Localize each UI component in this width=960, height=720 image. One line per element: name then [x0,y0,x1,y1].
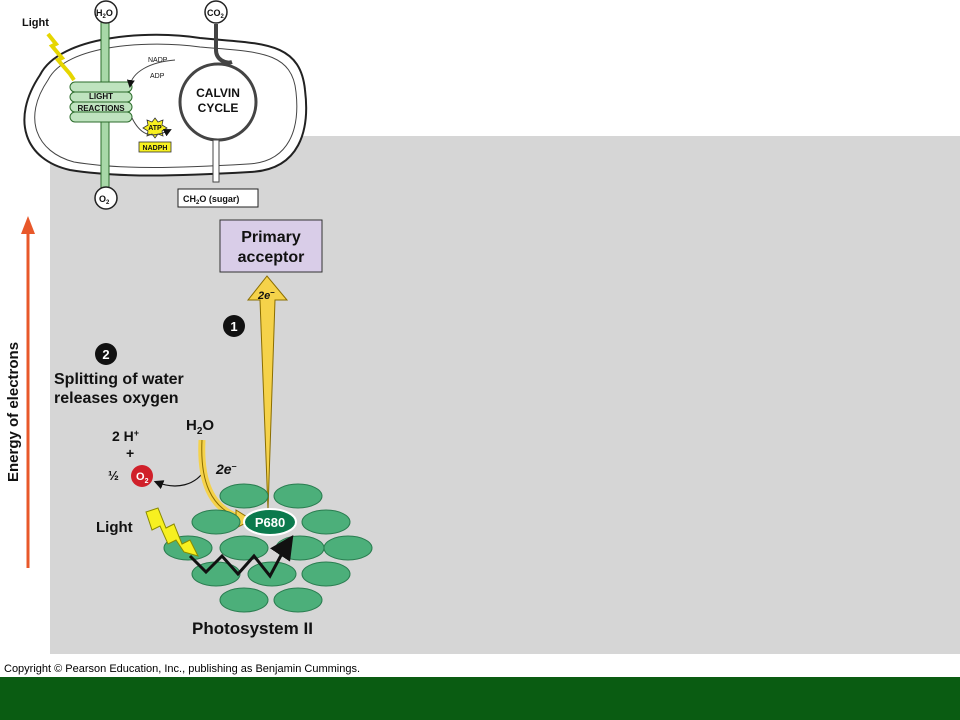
step-2-line-1: Splitting of water [54,371,184,388]
adp-label: ADP [150,73,165,80]
energy-axis-arrowhead [21,216,35,234]
primary-acceptor-box [219,219,323,273]
light-reactions-label-1: LIGHT [89,92,113,101]
o2-molecule [131,465,153,487]
o2-main-label: O2 [136,471,149,485]
main-h2o-label: H2O [186,417,214,437]
antenna-pigment [273,483,323,509]
atp-arrow [131,117,172,137]
calvin-label-1: CALVIN [196,86,240,100]
footer-bar [0,677,960,720]
co2-circle [204,0,228,24]
atp-burst-icon [142,117,168,139]
p680-reaction-center [243,508,297,536]
chloroplast-outline [23,33,308,177]
o2-inset-label: O2 [99,194,110,206]
sugar-arrow [212,139,220,183]
light-reactions-stack [69,81,133,123]
sugar-label: CH2O (sugar) [183,194,239,206]
antenna-pigment [273,587,323,613]
electron-top-label: 2e– [257,288,275,302]
main-light-label: Light [96,519,133,536]
electron-transfer-arrow [246,275,289,511]
antenna-pigment [219,483,269,509]
antenna-pigment [191,509,241,535]
energy-transfer-zigzag [188,535,294,579]
o2-inset-circle [94,186,118,210]
h2o-inset-label: H2O [96,8,113,20]
copyright-text: Copyright © Pearson Education, Inc., pub… [4,663,361,675]
antenna-pigment [219,587,269,613]
inset-light-label: Light [22,17,49,29]
antenna-pigment [219,535,269,561]
calvin-label-2: CYCLE [198,101,239,115]
photosystem-label: Photosystem II [192,619,313,638]
half-label: ½ [108,468,119,483]
co2-arrow [214,24,233,65]
step-2-line-2: releases oxygen [54,390,179,407]
chloroplast-inner-membrane [34,43,298,168]
sugar-box [177,188,259,208]
oxygen-release-arrow [153,467,207,490]
antenna-pigment [275,535,325,561]
plus-sign: + [126,445,134,461]
step-1-badge [223,315,245,337]
protons-label: 2 H+ [112,428,139,444]
inset-light-bolt-icon [46,32,76,82]
primary-acceptor-label-1: Primary [241,229,301,246]
light-reactions-label-2: REACTIONS [77,104,125,113]
step-2-badge [95,343,117,365]
nadp-arrow [126,59,176,88]
p680-label: P680 [255,515,285,530]
co2-inset-label: CO2 [207,8,225,20]
step-2-number: 2 [102,347,109,362]
energy-axis-label: Energy of electrons [5,342,22,482]
nadph-box [138,141,172,153]
primary-acceptor-label-2: acceptor [238,249,305,266]
step-1-number: 1 [230,319,237,334]
main-light-bolt-icon [145,507,199,557]
antenna-pigment [301,509,351,535]
nadp-label: NADP [148,57,168,64]
atp-label: ATP [148,125,162,132]
antenna-pigment [323,535,373,561]
electron-mid-label: 2e– [215,461,237,477]
antenna-pigment [301,561,351,587]
nadph-label: NADPH [143,145,168,152]
chloroplast-inset: H2O O2 Light LIGHT REACTIONS NADP ADP AT… [22,0,308,210]
h2o-circle [94,0,118,24]
